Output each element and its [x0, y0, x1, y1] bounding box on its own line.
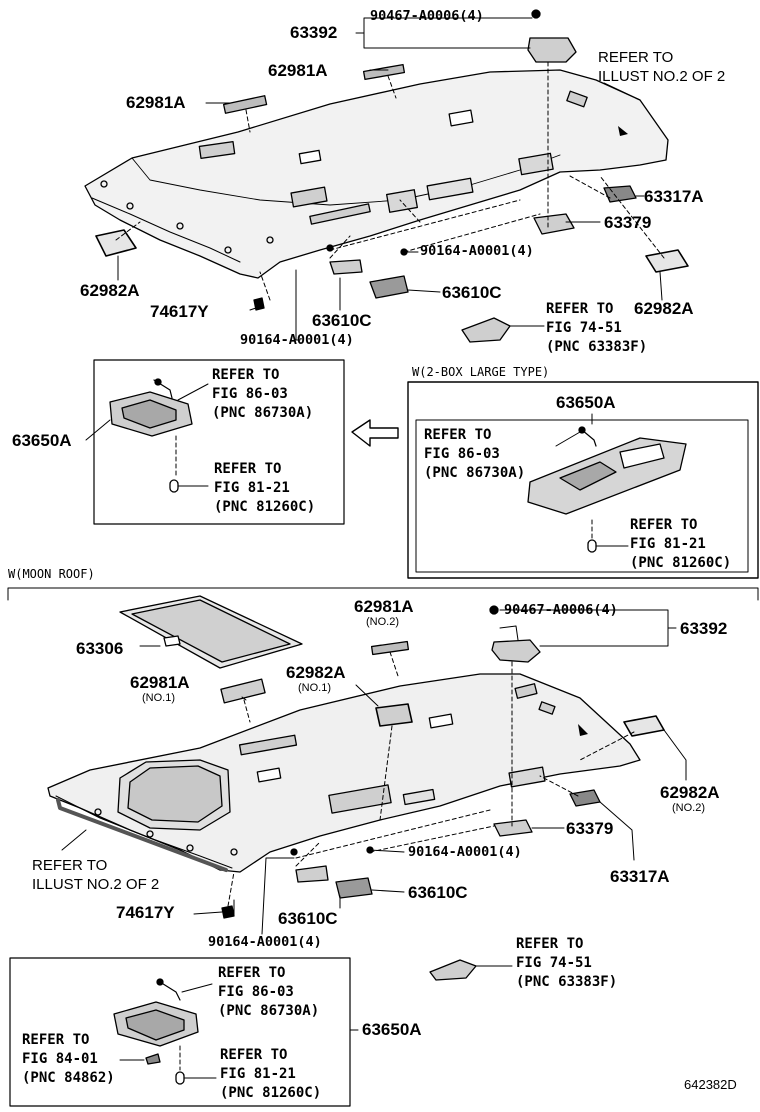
- refer-illust-moon: REFER TO ILLUST NO.2 OF 2: [32, 857, 160, 893]
- caption-moon-roof: W(MOON ROOF): [8, 567, 95, 581]
- moon-dashed-leaders: [227, 651, 635, 907]
- refer-fig-86-03-bottom: REFER TO FIG 86-03 (PNC 86730A): [218, 965, 320, 1019]
- moon-section-frame: [7, 587, 759, 601]
- label-90164-moon-b: 90164-A0001(4): [208, 934, 322, 950]
- label-63650A-right: 63650A: [556, 393, 616, 412]
- right-inset-inner-frame: [415, 419, 749, 573]
- label-no2-b: (NO.2): [672, 802, 705, 814]
- label-62982A-no1: 62982A: [286, 663, 346, 682]
- label-63306: 63306: [76, 639, 124, 658]
- bottom-inset-frame: [9, 957, 351, 1107]
- refer-fig-86-03-right: REFER TO FIG 86-03 (PNC 86730A): [424, 427, 526, 481]
- top-leaders: [117, 17, 663, 341]
- label-90467-top: 90467-A0006(4): [370, 8, 484, 24]
- bottom-inset-lamp: [113, 978, 359, 1085]
- label-63379-top: 63379: [604, 213, 652, 232]
- label-62982A-no2: 62982A: [660, 783, 720, 802]
- left-arrow-icon: [351, 419, 399, 447]
- refer-fig-81-21-right: REFER TO FIG 81-21 (PNC 81260C): [630, 517, 732, 571]
- label-74617Y-moon: 74617Y: [116, 903, 175, 922]
- top-dashed-leaders: [115, 61, 665, 301]
- label-63610C-moon-b: 63610C: [408, 883, 468, 902]
- moon-leaders: [61, 609, 687, 967]
- label-62981A-top-b: 62981A: [126, 93, 186, 112]
- illustration-code: 642382D: [684, 1077, 737, 1092]
- label-63317A-moon: 63317A: [610, 867, 670, 886]
- label-62981A-no1: 62981A: [130, 673, 190, 692]
- refer-fig-74-51-top: REFER TO FIG 74-51 (PNC 63383F): [546, 301, 648, 355]
- label-63379-moon: 63379: [566, 819, 614, 838]
- label-63650A-left: 63650A: [12, 431, 72, 450]
- headliner-top: [84, 69, 669, 279]
- label-63392-top: 63392: [290, 23, 338, 42]
- label-no1-b: (NO.1): [298, 682, 331, 694]
- right-inset-console: [527, 413, 687, 553]
- left-inset-frame: [93, 359, 345, 525]
- left-inset-lamp: [85, 378, 209, 493]
- sunshade: [119, 595, 303, 669]
- label-63317A-top: 63317A: [644, 187, 704, 206]
- label-90164-moon-a: 90164-A0001(4): [408, 844, 522, 860]
- moon-small-parts: [220, 605, 665, 981]
- label-62981A-top-a: 62981A: [268, 61, 328, 80]
- refer-fig-84-01-bottom: REFER TO FIG 84-01 (PNC 84862): [22, 1032, 115, 1086]
- label-63610C-top-a: 63610C: [442, 283, 502, 302]
- label-63650A-bottom: 63650A: [362, 1020, 422, 1039]
- label-62982A-top-right: 62982A: [634, 299, 694, 318]
- headliner-moon: [47, 673, 641, 873]
- label-90164-top-a: 90164-A0001(4): [420, 243, 534, 259]
- refer-fig-81-21-left: REFER TO FIG 81-21 (PNC 81260C): [214, 461, 316, 515]
- top-small-parts: [95, 9, 689, 343]
- caption-2-box-large: W(2-BOX LARGE TYPE): [412, 365, 550, 379]
- label-no2-a: (NO.2): [366, 616, 399, 628]
- refer-fig-81-21-bottom: REFER TO FIG 81-21 (PNC 81260C): [220, 1047, 322, 1101]
- label-90467-moon: 90467-A0006(4): [504, 602, 618, 618]
- label-no1-a: (NO.1): [142, 692, 175, 704]
- label-62981A-no2: 62981A: [354, 597, 414, 616]
- right-inset-outer-frame: [407, 381, 759, 579]
- label-63610C-moon-a: 63610C: [278, 909, 338, 928]
- label-62982A-top-left: 62982A: [80, 281, 140, 300]
- refer-illust-top: REFER TO ILLUST NO.2 OF 2: [598, 49, 726, 85]
- refer-fig-86-03-left: REFER TO FIG 86-03 (PNC 86730A): [212, 367, 314, 421]
- label-63392-moon: 63392: [680, 619, 728, 638]
- refer-fig-74-51-moon: REFER TO FIG 74-51 (PNC 63383F): [516, 936, 618, 990]
- label-63610C-top-b: 63610C: [312, 311, 372, 330]
- label-90164-top-b: 90164-A0001(4): [240, 332, 354, 348]
- label-74617Y-top: 74617Y: [150, 302, 209, 321]
